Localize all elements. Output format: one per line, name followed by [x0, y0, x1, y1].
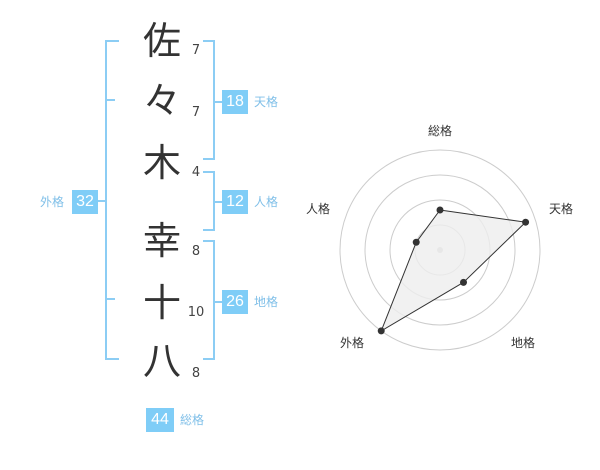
- tenkaku-bracket-bottom: [203, 158, 215, 160]
- radar-point-2: [522, 218, 530, 226]
- jinkaku-label: 人格: [254, 195, 279, 209]
- stroke-count-5: 10: [187, 305, 205, 320]
- name-char-2: 々: [142, 79, 181, 123]
- gaikaku-bracket-top: [105, 40, 119, 42]
- stroke-count-6: 8: [191, 366, 201, 381]
- radar-axis-label-soukaku: 総格: [428, 124, 453, 138]
- chikaku-bracket-top: [203, 240, 215, 242]
- chikaku-bracket-connector: [215, 301, 223, 303]
- name-char-5: 十: [142, 281, 181, 325]
- stroke-count-2: 7: [191, 105, 201, 120]
- radar-series-polygon: [380, 209, 527, 333]
- jinkaku-bracket-bottom: [203, 229, 215, 231]
- stroke-count-1: 7: [191, 43, 201, 58]
- tenkaku-bracket-vertical: [213, 40, 215, 160]
- radar-point-3: [460, 278, 468, 286]
- radar-axis-label-jinkaku: 人格: [306, 202, 331, 216]
- gaikaku-bracket-tick-2: [105, 298, 115, 300]
- radar-point-1: [436, 206, 444, 214]
- chikaku-bracket-vertical: [213, 240, 215, 360]
- radar-axis-label-chikaku: 地格: [511, 336, 536, 350]
- gaikaku-bracket-tick-1: [105, 99, 115, 101]
- soukaku-label: 総格: [180, 413, 205, 427]
- gaikaku-bracket-bottom: [105, 358, 119, 360]
- chikaku-label: 地格: [254, 295, 279, 309]
- radar-point-5: [412, 238, 420, 246]
- tenkaku-bracket-connector: [215, 101, 223, 103]
- chikaku-bracket-bottom: [203, 358, 215, 360]
- radar-axis-label-tenkaku: 天格: [549, 202, 574, 216]
- jinkaku-value-box: 12: [222, 190, 248, 214]
- tenkaku-value-box: 18: [222, 90, 248, 114]
- jinkaku-bracket-top: [203, 171, 215, 173]
- name-char-4: 幸: [142, 219, 181, 263]
- name-char-1: 佐: [142, 19, 181, 63]
- radar-axis-label-gaikaku: 外格: [340, 336, 365, 350]
- gaikaku-bracket-connector: [97, 200, 105, 202]
- stroke-count-3: 4: [191, 165, 201, 180]
- name-char-3: 木: [142, 141, 181, 185]
- soukaku-value-box: 44: [146, 408, 174, 432]
- tenkaku-bracket-top: [203, 40, 215, 42]
- name-char-6: 八: [142, 339, 181, 383]
- radar-ring: [364, 174, 516, 326]
- stroke-count-4: 8: [191, 244, 201, 259]
- jinkaku-bracket-vertical: [213, 171, 215, 231]
- radar-ring: [339, 149, 541, 351]
- gaikaku-bracket-vertical: [105, 40, 107, 360]
- jinkaku-bracket-connector: [215, 201, 223, 203]
- tenkaku-label: 天格: [254, 95, 279, 109]
- chikaku-value-box: 26: [222, 290, 248, 314]
- gaikaku-value-box: 32: [72, 190, 98, 214]
- radar-point-4: [377, 327, 385, 335]
- gaikaku-label: 外格: [40, 195, 65, 209]
